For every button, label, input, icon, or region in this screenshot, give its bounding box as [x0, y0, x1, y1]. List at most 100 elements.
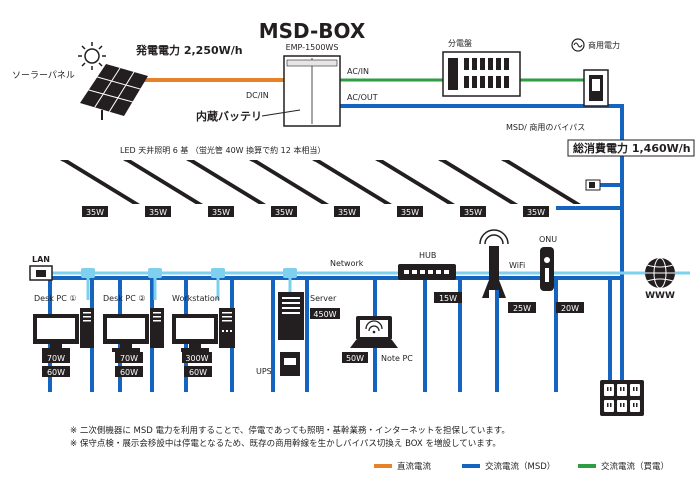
- workstation-icon: [172, 308, 235, 352]
- server-label: Server: [310, 294, 337, 303]
- desk-pc-2-load-b: 60W: [120, 368, 138, 377]
- note-1: ※ 二次側機器に MSD 電力を利用することで、停電であっても照明・基幹業務・イ…: [70, 425, 510, 436]
- led-load-box: [271, 206, 297, 217]
- note-pc-load-box: [342, 352, 368, 363]
- led-load-box: [82, 206, 108, 217]
- led-light: [186, 160, 266, 204]
- workstation-load-b-box: [184, 366, 212, 377]
- msd-box-unit: [283, 55, 341, 127]
- desk-pc-2-icon: [103, 308, 164, 352]
- ac-source-icon: [571, 38, 585, 52]
- led-light: [123, 160, 203, 204]
- generation-label: 発電電力 2,250W/h: [135, 43, 243, 57]
- legend-grid-label: 交流電流（買電）: [601, 461, 669, 472]
- light-switch-icon: [585, 179, 601, 191]
- led-load-labels: 35W 35W 35W 35W 35W 35W 35W 35W: [82, 206, 549, 217]
- led-light-highlight: [503, 161, 577, 207]
- led-load-box: [460, 206, 486, 217]
- led-load-box: [397, 206, 423, 217]
- led-load-label: 35W: [338, 208, 356, 217]
- led-load-box: [334, 206, 360, 217]
- led-load-label: 35W: [527, 208, 545, 217]
- led-light: [312, 160, 392, 204]
- led-light: [249, 160, 329, 204]
- wifi-label: WiFi: [509, 261, 525, 270]
- note-pc-load: 50W: [346, 354, 364, 363]
- laptop-icon: [350, 316, 398, 348]
- led-light-highlight: [251, 161, 325, 207]
- onu-label: ONU: [539, 235, 557, 244]
- led-load-box: [208, 206, 234, 217]
- onu-load: 20W: [561, 304, 579, 313]
- bypass-switch-icon: [583, 69, 609, 107]
- led-light: [438, 160, 518, 204]
- solar-label: ソーラーパネル: [12, 70, 75, 81]
- led-load-label: 35W: [401, 208, 419, 217]
- ups-icon: [280, 352, 300, 376]
- dc-in-label: DC/IN: [246, 91, 269, 100]
- workstation-load-a-box: [182, 352, 212, 363]
- desk-pc-1-load-b: 60W: [47, 368, 65, 377]
- led-light: [60, 160, 140, 204]
- led-light: [501, 160, 581, 204]
- note-pc-label: Note PC: [381, 354, 413, 363]
- desk-pc-1-load-a: 70W: [47, 354, 65, 363]
- network-connectors: [81, 268, 297, 278]
- server-icon: [278, 292, 304, 340]
- ac-in-label: AC/IN: [347, 67, 369, 76]
- battery-pointer: [261, 109, 301, 117]
- desk-pc-2-load-a-box: [115, 352, 143, 363]
- server-load: 450W: [313, 310, 336, 319]
- desk-pc-1-icon: [33, 308, 94, 352]
- solar-panel-icon: [80, 64, 148, 120]
- workstation-load-a: 300W: [185, 354, 208, 363]
- wifi-router-icon: [479, 229, 509, 298]
- desk-pc-1-load-b-box: [42, 366, 70, 377]
- led-load-label: 35W: [464, 208, 482, 217]
- workstation-load-b: 60W: [189, 368, 207, 377]
- led-load-label: 35W: [275, 208, 293, 217]
- hub-load: 15W: [439, 294, 457, 303]
- hub-icon: [398, 264, 456, 280]
- led-light-highlight: [440, 161, 514, 207]
- msd-box-title: MSD-BOX: [259, 19, 366, 43]
- network-label: Network: [330, 259, 364, 268]
- legend: 直流電流 交流電流（MSD） 交流電流（買電）: [374, 461, 669, 472]
- sun-icon: [78, 42, 106, 70]
- led-light-highlight: [62, 161, 136, 207]
- total-consumption-box: [567, 139, 695, 157]
- globe-icon: [645, 257, 675, 289]
- led-light-highlight: [314, 161, 388, 207]
- bypass-label: MSD/ 商用のバイパス: [506, 122, 585, 132]
- battery-label: 内蔵バッテリ: [196, 109, 262, 123]
- distribution-panel-icon: [442, 51, 521, 97]
- onu-load-box: [556, 302, 584, 313]
- hub-label: HUB: [419, 251, 436, 260]
- desk-pc-1-load-a-box: [42, 352, 70, 363]
- led-load-label: 35W: [212, 208, 230, 217]
- legend-msd-label: 交流電流（MSD）: [485, 461, 555, 472]
- led-light-highlight: [188, 161, 262, 207]
- workstation-label: Workstation: [172, 294, 220, 303]
- led-lights: [60, 160, 581, 207]
- www-label: WWW: [645, 291, 675, 301]
- wifi-load: 25W: [513, 304, 531, 313]
- server-load-box: [310, 308, 340, 319]
- lighting-caption: LED 天井照明 6 基 （蛍光管 40W 換算で約 12 本相当）: [120, 145, 325, 155]
- total-consumption-label: 総消費電力 1,460W/h: [573, 141, 691, 155]
- panel-label: 分電盤: [448, 38, 472, 48]
- lan-label: LAN: [32, 255, 50, 264]
- led-load-label: 35W: [149, 208, 167, 217]
- hub-load-box: [434, 292, 462, 303]
- desk-pc-2-load-a: 70W: [120, 354, 138, 363]
- legend-dc-label: 直流電流: [397, 461, 432, 472]
- led-load-label: 35W: [86, 208, 104, 217]
- lan-jack-icon: [29, 265, 53, 281]
- led-load-box: [145, 206, 171, 217]
- led-light: [375, 160, 455, 204]
- led-light-highlight: [377, 161, 451, 207]
- wifi-load-box: [508, 302, 536, 313]
- led-load-box: [523, 206, 549, 217]
- desk-pc-2-label: Desk PC ②: [103, 294, 146, 303]
